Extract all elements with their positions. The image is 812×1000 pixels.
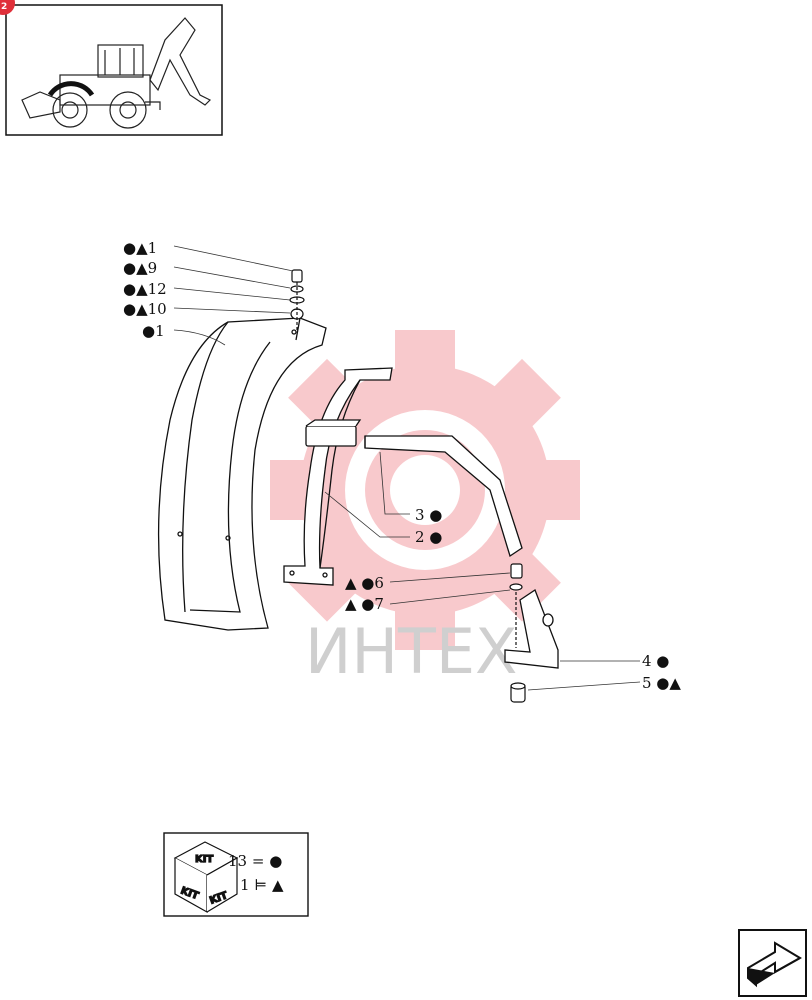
bush-part: [510, 682, 526, 703]
callouts-left: ●▲1 ●▲9 ●▲12 ●▲10 ●1: [123, 239, 167, 340]
mount-part: [504, 589, 559, 669]
arm-part: [364, 435, 523, 558]
fender-part: [157, 317, 327, 631]
svg-text:2: 2: [1, 2, 7, 12]
backhoe-loader-icon: [21, 17, 212, 129]
callout-label: ▲ ●7: [345, 595, 384, 613]
callout-label: ●▲1: [123, 239, 157, 257]
callout-label: ●▲12: [123, 280, 167, 298]
fender-highlight: [47, 81, 95, 97]
callout-label: ▲ ●6: [345, 574, 384, 592]
fastener-stack: [289, 269, 305, 330]
callout-label: 2 ●: [415, 528, 442, 546]
machine-thumbnail: [5, 4, 223, 136]
callout-label: 4 ●: [642, 652, 669, 670]
callout-label: ●1: [142, 322, 165, 340]
support-bracket-part: [283, 367, 393, 586]
next-page-button[interactable]: [738, 929, 807, 997]
callouts-right: 3 ● 2 ● ▲ ●6 ▲ ●7 4 ● 5 ●▲: [345, 506, 681, 692]
leader-lines: [173, 245, 641, 691]
kit-row: 1 ⊨ ▲: [240, 876, 284, 894]
kit-box-icon: KIT KIT KIT: [173, 841, 239, 914]
next-page-arrow-icon: [747, 941, 802, 988]
kit-row: 13 = ●: [228, 852, 282, 870]
pin-washer: [509, 563, 523, 648]
svg-text:KIT: KIT: [195, 854, 213, 865]
callout-label: ●▲10: [123, 300, 167, 318]
callout-label: 5 ●▲: [642, 674, 681, 692]
watermark-text: ИНТЕХ: [305, 615, 518, 688]
kit-legend: KIT KIT KIT 13 = ● 1 ⊨ ▲: [163, 832, 309, 917]
callout-label: ●▲9: [123, 259, 157, 277]
callout-label: 3 ●: [415, 506, 442, 524]
page-badge: 2: [0, 0, 15, 15]
